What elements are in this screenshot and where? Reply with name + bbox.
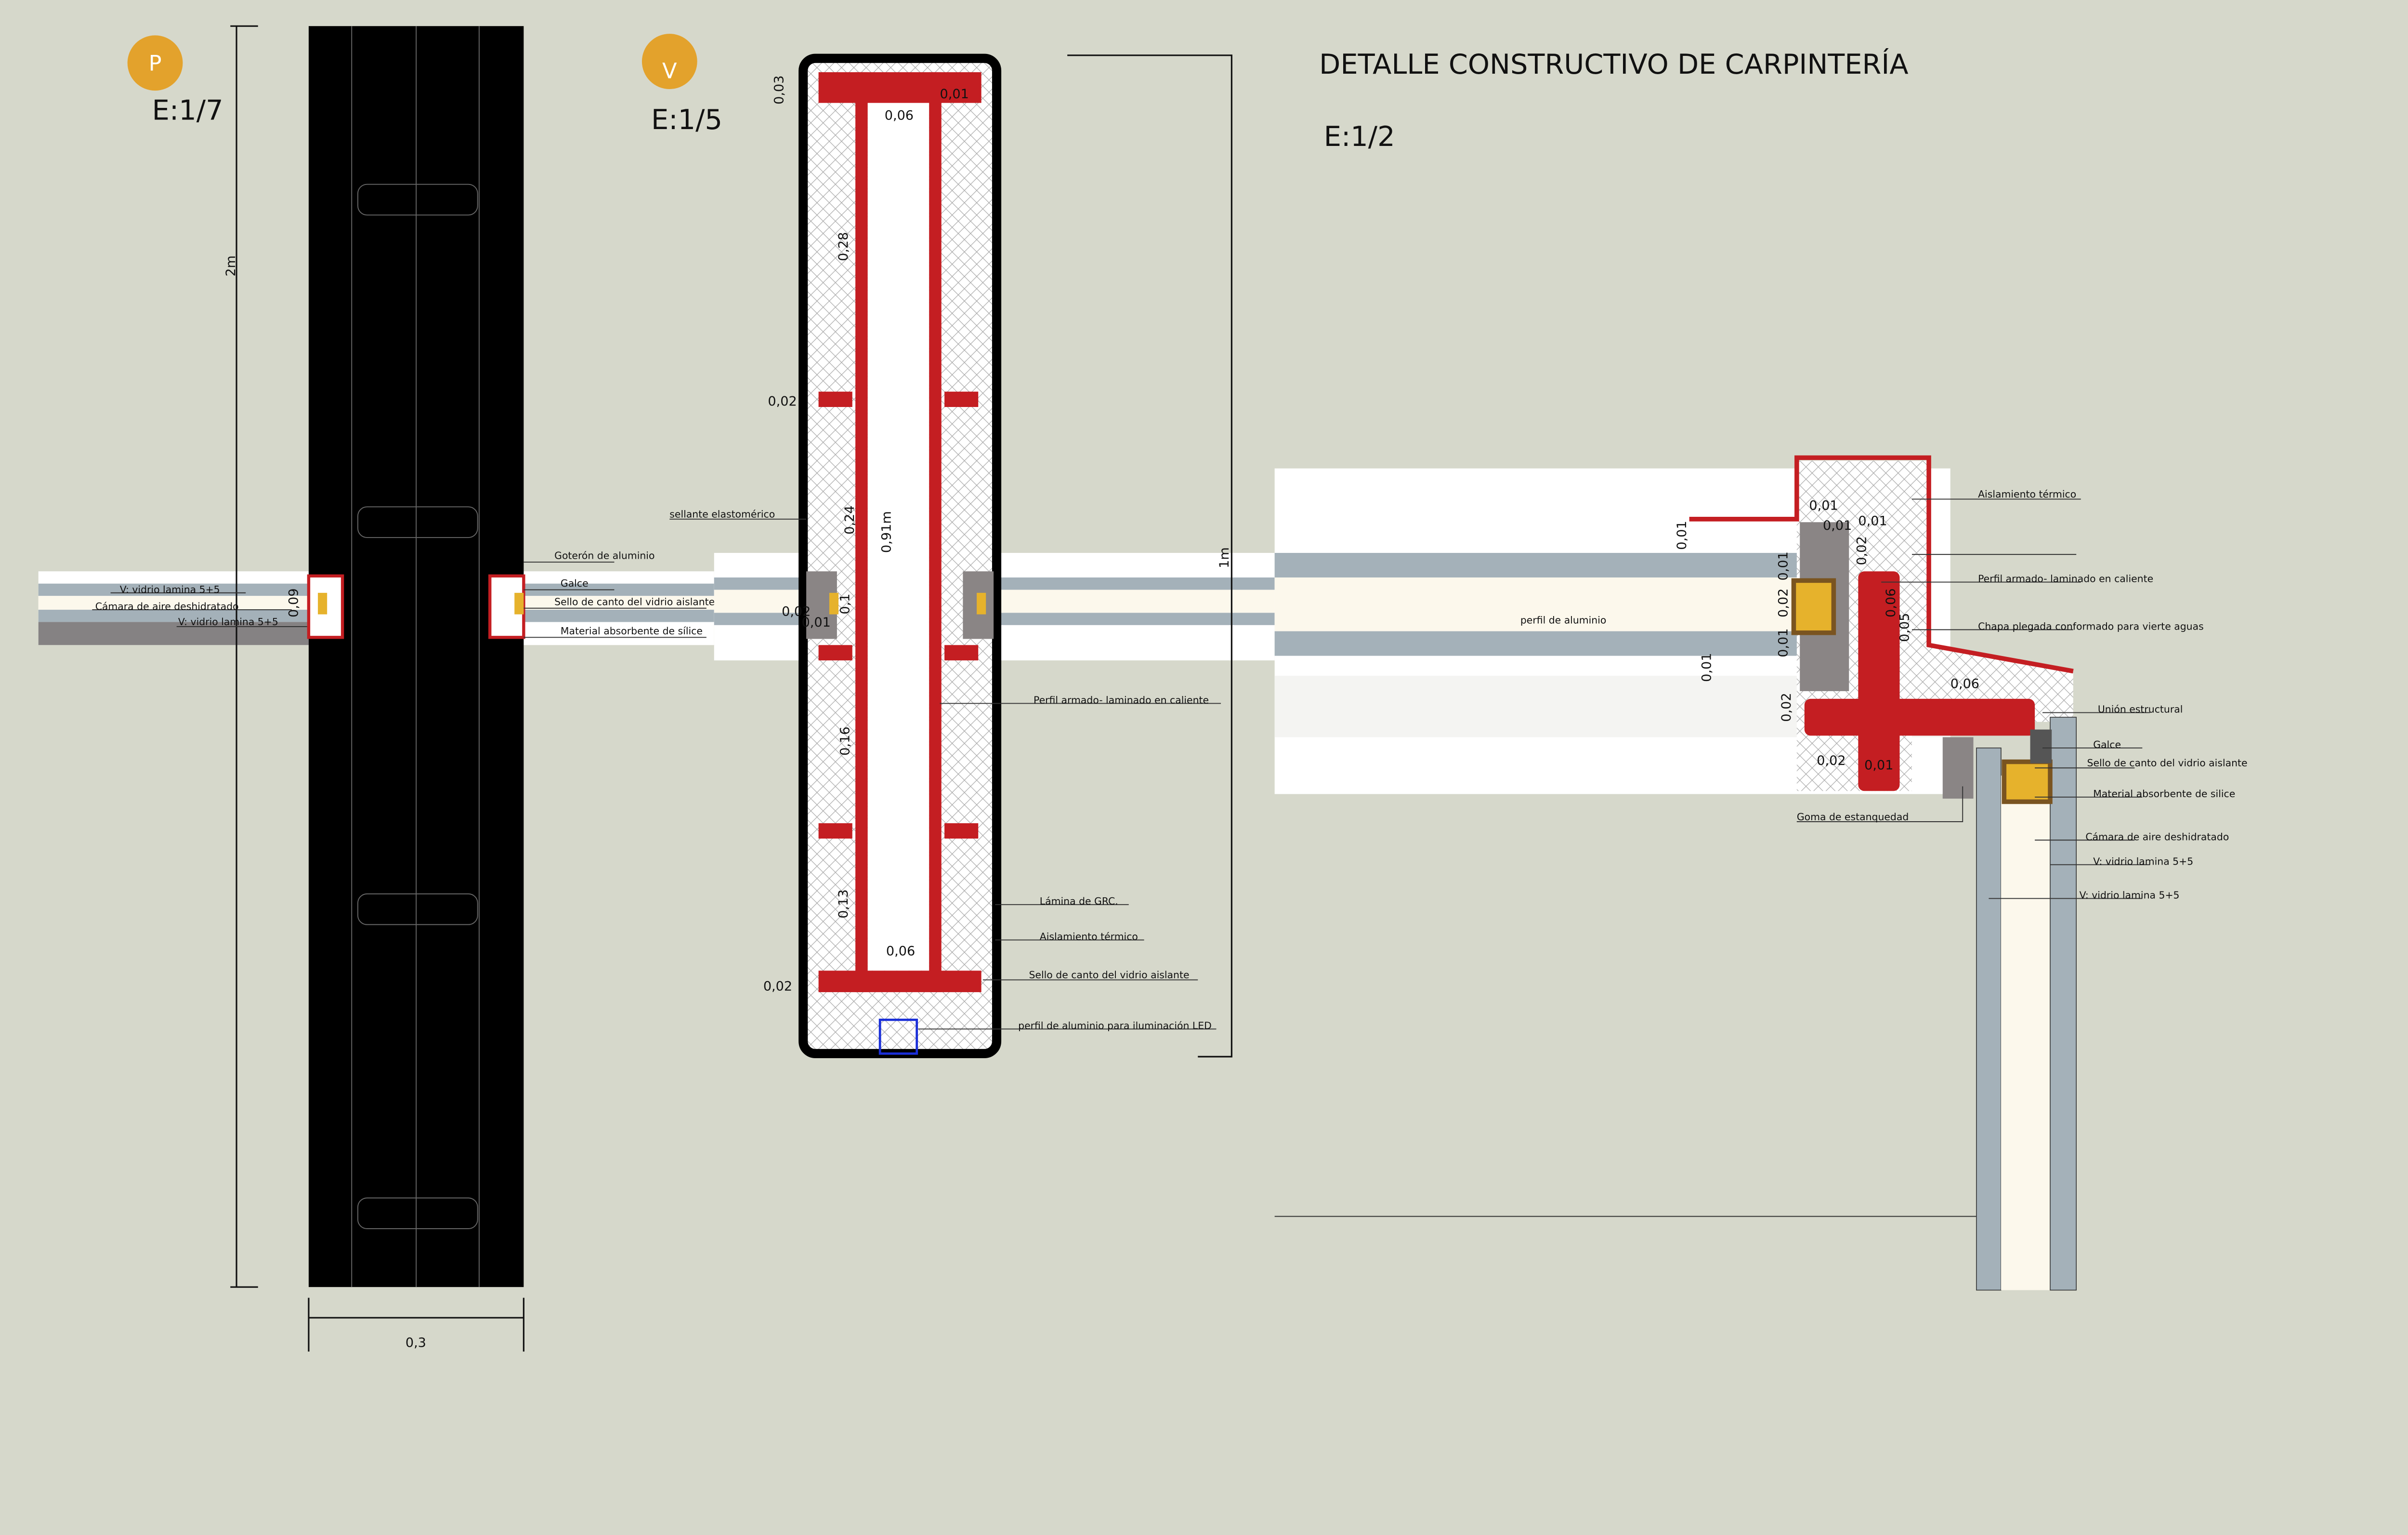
dim-0-16: 0,16 [838, 727, 852, 756]
plan-width-label: 0,3 [406, 1336, 426, 1351]
section-label-sealant: sellante elastomérico [669, 509, 775, 520]
dim-f: 0,02 [1776, 589, 1791, 617]
detail-scale: E:1/2 [1324, 120, 1395, 153]
dim-g: 0,01 [1776, 628, 1791, 657]
plan-seal-right [514, 592, 524, 615]
dim-0-06-bottom: 0,06 [886, 944, 915, 958]
detail-view: DETALLE CONSTRUCTIVO DE CARPINTERÍA E:1/… [1274, 48, 2248, 1291]
detail-label-air: Cámara de aire deshidratado [2085, 831, 2229, 842]
detail-label-profile: perfil de aluminio [1520, 615, 1607, 626]
section-total-dim [1067, 54, 1232, 1058]
plan-label-drip: Goterón de aluminio [554, 550, 654, 562]
plan-seal-left [318, 592, 327, 615]
construction-detail-drawing: P E:1/7 2m 0,3 [38, 25, 2248, 1352]
dim-0-02-b: 0,02 [782, 604, 811, 619]
plan-label-galce: Galce [561, 577, 589, 589]
detail-label-edge-seal: Sello de canto del vidrio aislante [2087, 757, 2248, 769]
detail-label-steel: Perfil armado- laminado en caliente [1978, 573, 2153, 585]
dim-e: 0,01 [1776, 551, 1791, 580]
dim-0-28: 0,28 [836, 232, 851, 261]
dim-0-06-top: 0,06 [885, 108, 914, 123]
dim-h: 0,06 [1884, 589, 1898, 617]
detail-flashing [1689, 455, 2074, 674]
section-label-led: perfil de aluminio para iluminación LED [1018, 1020, 1212, 1031]
section-cavity [867, 101, 929, 971]
detail-label-union: Unión estructural [2098, 704, 2183, 715]
dim-0-91m: 0,91m [879, 511, 894, 553]
plan-height-dim [230, 25, 258, 1288]
section-label-insulation: Aislamiento térmico [1040, 931, 1138, 943]
plan-label-glass-outer: V: vidrio lamina 5+5 [120, 584, 220, 595]
dim-0-1: 0,1 [838, 593, 852, 614]
detail-label-galce: Galce [2093, 739, 2121, 750]
dim-m: 0,02 [1817, 753, 1845, 768]
dim-d: 0,02 [1854, 536, 1869, 565]
section-led-profile [878, 1018, 918, 1055]
dim-k: 0,06 [1950, 677, 1979, 692]
plan-badge [127, 35, 183, 91]
detail-label-glass2: V: vidrio lamina 5+5 [2080, 889, 2180, 901]
plan-view: P E:1/7 2m 0,3 [38, 25, 715, 1352]
section-seal-left [829, 592, 839, 615]
plan-frame-right [488, 574, 525, 639]
dim-0-13: 0,13 [836, 890, 851, 918]
detail-title: DETALLE CONSTRUCTIVO DE CARPINTERÍA [1319, 48, 1908, 80]
dim-0-01: 0,01 [940, 87, 969, 102]
section-label-grc: Lámina de GRC. [1040, 895, 1118, 907]
plan-height-label: 2m [223, 255, 238, 276]
dim-b: 0,01 [1823, 518, 1852, 533]
detail-glass-vertical [1976, 717, 2077, 1291]
dim-i: 0,05 [1898, 613, 1912, 642]
plan-glass-left [38, 571, 309, 645]
plan-column-lines [351, 26, 480, 1287]
dim-n: 0,01 [1699, 653, 1714, 682]
dim-c: 0,01 [1858, 514, 1887, 529]
dim-0-02-c: 0,02 [763, 979, 792, 994]
section-view: V E:1/5 1m 0,03 0,01 0,06 0,28 [641, 34, 1275, 1059]
dim-0-02-a: 0,02 [768, 394, 797, 409]
dim-0-03: 0,03 [772, 76, 786, 105]
plan-badge-letter: P [149, 51, 162, 76]
plan-label-glass-inner: V: vidrio lamina 5+5 [178, 616, 278, 628]
dim-l: 0,02 [1779, 693, 1794, 722]
dim-0-01-b: 0,01 [802, 615, 831, 630]
section-total-label: 1m [1217, 547, 1232, 568]
plan-glass-dim: 0,09 [287, 589, 301, 617]
detail-gasket [1942, 737, 1974, 799]
dim-0-24: 0,24 [842, 505, 857, 534]
detail-label-flashing: Chapa plegada conformado para vierte agu… [1978, 620, 2204, 632]
detail-label-silica: Material absorbente de silice [2093, 788, 2235, 800]
section-label-steel: Perfil armado- laminado en caliente [1034, 694, 1209, 706]
dim-o: 0,01 [1864, 758, 1893, 773]
section-label-edge-seal: Sello de canto del vidrio aislante [1029, 969, 1189, 981]
plan-label-edge-seal: Sello de canto del vidrio aislante [554, 596, 715, 607]
section-badge-letter: V [662, 59, 677, 84]
plan-width-dim [308, 1298, 524, 1352]
detail-steel-cross [1804, 571, 2035, 791]
section-steel-profile [818, 72, 982, 992]
detail-seal [1791, 578, 1836, 635]
plan-label-silica: Material absorbente de sílice [561, 625, 703, 637]
detail-glass-horizontal [1274, 552, 1805, 656]
plan-scale: E:1/7 [152, 94, 223, 127]
detail-label-insulation: Aislamiento térmico [1978, 488, 2076, 500]
section-scale: E:1/5 [651, 104, 722, 136]
detail-label-glass1: V: vidrio lamina 5+5 [2093, 855, 2193, 867]
plan-label-air: Cámara de aire deshidratado [95, 601, 239, 612]
section-seal-right [977, 592, 986, 615]
detail-label-gasket: Goma de estanquedad [1797, 811, 1909, 823]
section-badge [641, 34, 697, 89]
dim-a: 0,01 [1809, 499, 1838, 513]
dim-j: 0,01 [1675, 521, 1689, 550]
